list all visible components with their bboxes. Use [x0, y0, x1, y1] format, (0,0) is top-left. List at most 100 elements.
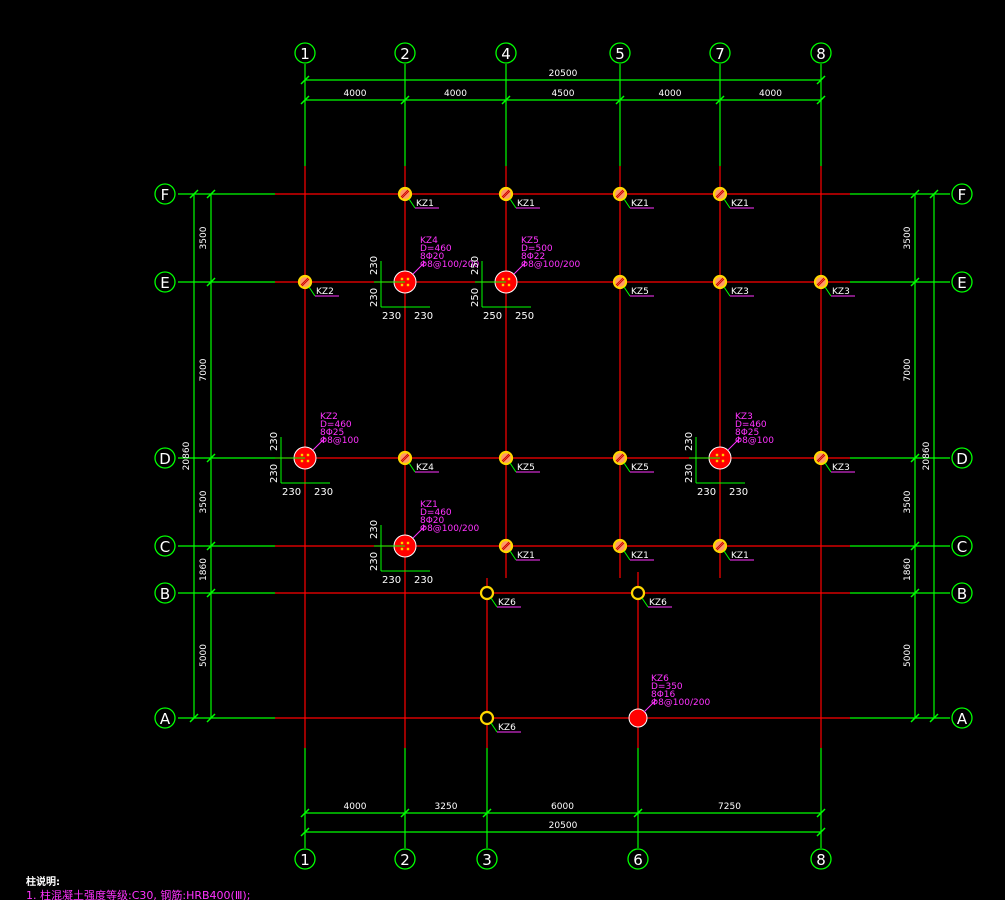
- dim-right-total-value: 20860: [922, 441, 932, 470]
- axis-left-D-bubble: [154, 447, 176, 469]
- column-spec-line: KZ5: [521, 236, 539, 246]
- rebar-dot: [306, 459, 310, 463]
- column-spec-line: KZ6: [651, 674, 669, 684]
- dim-left-span-value: 1860: [199, 558, 209, 581]
- offset-value: 230: [382, 311, 401, 322]
- column-kz1: KZ1: [498, 538, 540, 561]
- dim-tick: [816, 827, 826, 837]
- dim-top-span-value: 4000: [759, 89, 782, 99]
- rebar-dot: [715, 453, 719, 457]
- offset-value: 230: [369, 520, 380, 539]
- axis-bottom-6-bubble: [627, 848, 649, 870]
- column-kz1: KZ1: [612, 538, 654, 561]
- offset-value: 230: [369, 256, 380, 275]
- dim-tick: [910, 588, 920, 598]
- column-hatch: [502, 542, 511, 551]
- column-hatch: [301, 278, 310, 287]
- column-tag: KZ5: [631, 287, 649, 297]
- dim-tick: [910, 189, 920, 199]
- column-hatch: [300, 277, 309, 286]
- axis-right-F-bubble: [951, 183, 973, 205]
- dim-tick: [189, 713, 199, 723]
- axis-top-2-bubble: [394, 42, 416, 64]
- rebar-dot: [400, 547, 404, 551]
- notes-block: 柱说明: 1. 柱混凝土强度等级:C30, 钢筋:HRB400(Ⅲ);: [26, 875, 250, 900]
- dim-right-span-value: 7000: [903, 358, 913, 381]
- axis-top-5-bubble: [609, 42, 631, 64]
- axis-right-B-label: B: [957, 585, 967, 603]
- column-hatch: [616, 454, 625, 463]
- column-kz1: KZ1: [498, 186, 540, 209]
- dim-tick: [910, 713, 920, 723]
- column-spec-line: KZ3: [735, 412, 753, 422]
- axis-right-F-label: F: [958, 186, 967, 204]
- dim-left-span-value: 3500: [199, 226, 209, 249]
- column-tag: KZ5: [517, 463, 535, 473]
- column-hatch: [401, 190, 410, 199]
- leader-line: [727, 437, 741, 451]
- dim-left-span-value: 7000: [199, 358, 209, 381]
- offset-value: 250: [470, 256, 481, 275]
- rebar-dot: [721, 453, 725, 457]
- column-kz1: KZ1: [612, 186, 654, 209]
- dim-tick: [206, 189, 216, 199]
- column-spec-line: KZ4: [420, 236, 438, 246]
- column-spec-line: D=460: [420, 244, 452, 254]
- leader-line: [509, 198, 517, 209]
- column-spec-line: Φ8@100/200: [521, 260, 580, 270]
- column-hatch: [502, 190, 511, 199]
- column-circle: [397, 450, 413, 466]
- axis-bottom-2-bubble: [394, 848, 416, 870]
- column-tag: KZ6: [498, 723, 516, 733]
- column-kz2: KZ2: [297, 274, 339, 297]
- rebar-dot: [507, 283, 511, 287]
- leader-line: [412, 525, 426, 539]
- dim-right-span-value: 5000: [903, 644, 913, 667]
- axis-top-8-label: 8: [816, 45, 826, 63]
- offset-value: 230: [414, 575, 433, 586]
- rebar-dot: [715, 459, 719, 463]
- column-circle: [813, 450, 829, 466]
- column-tag: KZ1: [517, 551, 535, 561]
- rebar-dot: [400, 277, 404, 281]
- column-tag: KZ3: [832, 463, 850, 473]
- column-tag: KZ2: [316, 287, 334, 297]
- column-circle: [712, 186, 728, 202]
- dim-tick: [300, 95, 310, 105]
- dim-tick: [206, 277, 216, 287]
- column-hatch: [616, 542, 625, 551]
- dim-top-span-value: 4000: [659, 89, 682, 99]
- column-tag: KZ6: [649, 598, 667, 608]
- rebar-dot: [300, 453, 304, 457]
- offset-value: 230: [369, 288, 380, 307]
- leader-line: [623, 462, 631, 473]
- column-kz5: KZ5: [612, 450, 654, 473]
- column-tag: KZ6: [498, 598, 516, 608]
- offset-value: 230: [269, 464, 280, 483]
- axis-top-2-label: 2: [400, 45, 410, 63]
- offset-value: 230: [729, 487, 748, 498]
- dim-tick: [206, 588, 216, 598]
- column-hatch: [715, 189, 724, 198]
- column-circle: [712, 538, 728, 554]
- column-hatch: [615, 453, 624, 462]
- column-circle: [612, 186, 628, 202]
- offset-value: 230: [369, 552, 380, 571]
- offset-value: 250: [470, 288, 481, 307]
- column-hatch: [716, 278, 725, 287]
- column-spec-line: D=460: [735, 420, 767, 430]
- column-tag: KZ3: [832, 287, 850, 297]
- rebar-dot: [406, 277, 410, 281]
- column-spec-line: 8Φ16: [651, 690, 676, 700]
- axis-left-A-label: A: [160, 710, 171, 728]
- axis-top-1-bubble: [294, 42, 316, 64]
- offset-value: 230: [314, 487, 333, 498]
- axis-top-4-bubble: [495, 42, 517, 64]
- column-tag: KZ1: [731, 199, 749, 209]
- axis-right-C-bubble: [951, 535, 973, 557]
